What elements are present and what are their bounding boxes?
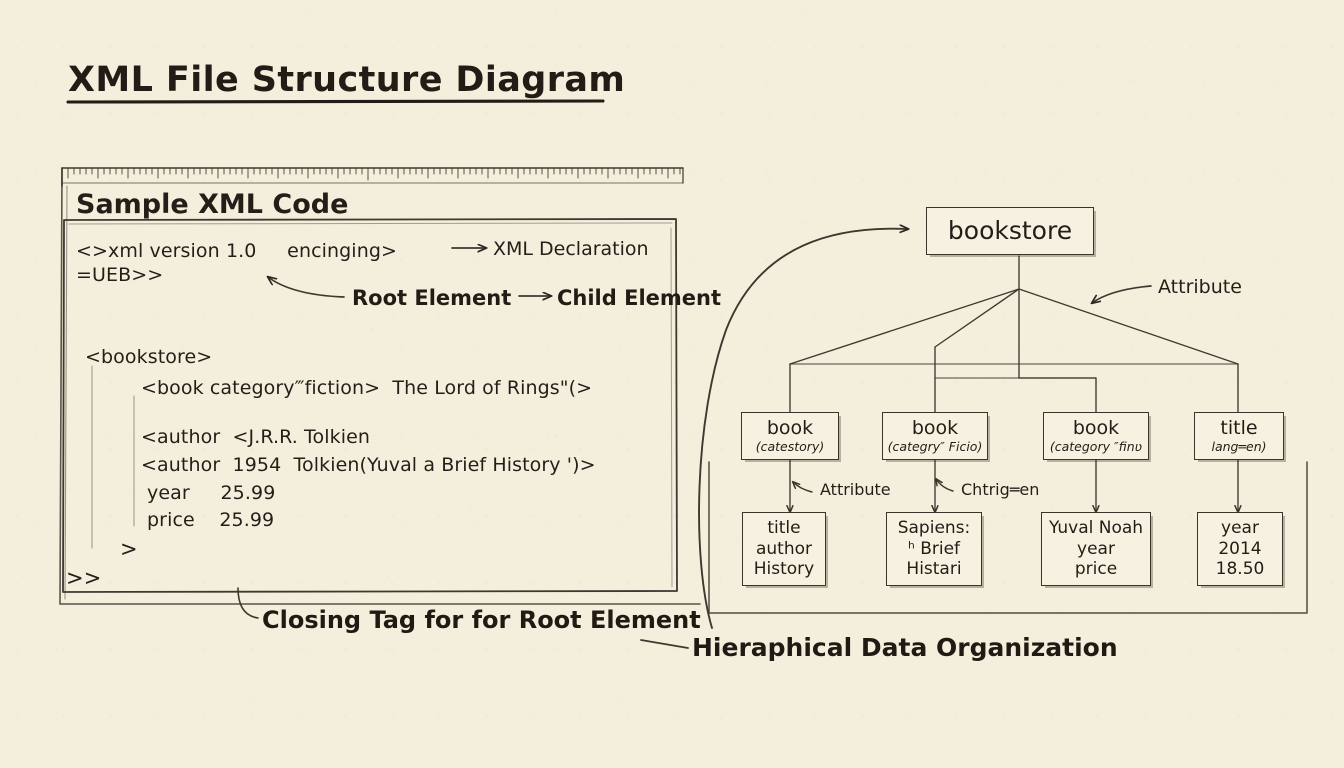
tree-node-book-2[interactable]: book (categry″ Ficio)	[882, 412, 988, 460]
code-line: <author <J.R.R. Tolkien	[141, 426, 371, 448]
tree-leaf-line: 18.50	[1215, 559, 1265, 580]
tree-leaf-line: year	[1077, 538, 1115, 559]
tree-node-sublabel: (categry″ Ficio)	[887, 439, 983, 454]
code-line: year 25.99	[147, 482, 276, 504]
tree-leaf-line: author	[755, 538, 813, 559]
page-title: XML File Structure Diagram	[68, 60, 626, 100]
annotation-xml-declaration: XML Declaration	[493, 238, 649, 260]
leader-hierarchy-caption	[640, 639, 689, 649]
tree-node-sublabel: lang═en)	[1211, 439, 1267, 454]
arrow-code-to-tree	[698, 229, 908, 629]
tree-leaf-line: price	[1074, 559, 1118, 580]
arrow-chtrig	[936, 479, 954, 492]
tree-node-title[interactable]: title lang═en)	[1194, 412, 1284, 460]
tree-caption: Hieraphical Data Organization	[692, 633, 1118, 662]
tree-leaf-line: Yuval Noah	[1048, 518, 1144, 539]
tree-node-sublabel: (catestory)	[755, 439, 825, 454]
tree-leaf-line: History	[753, 559, 815, 580]
leader-closing-tag	[237, 587, 259, 619]
code-line: <author 1954 Tolkien(Yuval a Brief Histo…	[141, 454, 596, 476]
tree-leaf-1[interactable]: title author History	[742, 512, 826, 586]
arrow-attribute-right	[1092, 285, 1152, 303]
tree-node-book-1[interactable]: book (catestory)	[741, 412, 839, 460]
annotation-attribute-right: Attribute	[1158, 276, 1242, 298]
tree-leaf-line: Sapiens:	[897, 518, 971, 539]
code-line: <bookstore>	[85, 346, 213, 368]
code-line: <book category‴fiction> The Lord of Ring…	[141, 377, 593, 399]
tree-node-sublabel: (category ″finʋ	[1049, 439, 1143, 454]
tree-node-label: book	[1072, 417, 1120, 439]
tree-leaf-line: year	[1221, 518, 1259, 539]
code-panel-outer-frame	[59, 167, 701, 605]
tree-leaf-3[interactable]: Yuval Noah year price	[1041, 512, 1151, 586]
tree-leaf-line: title	[767, 518, 801, 539]
tree-leaf-2[interactable]: Sapiens: ʰ Brief Histari	[886, 512, 982, 586]
tree-leaf-line: ʰ Brief	[907, 538, 961, 559]
annotation-root-element: Root Element	[352, 286, 512, 310]
code-line: >	[120, 537, 138, 561]
annotation-chtrig: Chtrig═en	[961, 480, 1040, 499]
tree-node-root-label: bookstore	[947, 216, 1073, 245]
tree-bracket	[708, 461, 1308, 614]
tree-node-book-3[interactable]: book (category ″finʋ	[1043, 412, 1149, 460]
tree-node-root[interactable]: bookstore	[926, 207, 1094, 255]
code-line: >>	[66, 566, 102, 590]
tree-leaf-4[interactable]: year 2014 18.50	[1197, 512, 1283, 586]
code-line: =UEB>>	[76, 264, 164, 286]
tree-node-label: book	[911, 417, 959, 439]
code-indent-guides	[91, 365, 135, 549]
annotation-attribute-left: Attribute	[820, 480, 891, 499]
tree-node-label: book	[766, 417, 814, 439]
annotation-closing-tag: Closing Tag for for Root Element	[262, 606, 701, 634]
annotation-child-element: Child Element	[557, 286, 722, 310]
code-line: price 25.99	[147, 509, 275, 531]
tree-leaf-line: Histari	[906, 559, 962, 580]
tree-node-label: title	[1220, 417, 1258, 439]
code-panel-heading: Sample XML Code	[76, 189, 349, 220]
tree-connectors	[789, 255, 1239, 413]
code-line: <>xml version 1.0 encinging>	[76, 240, 398, 262]
tree-leaf-line: 2014	[1218, 538, 1262, 559]
arrow-root-element	[268, 277, 345, 298]
arrow-attribute-left	[793, 482, 813, 493]
code-box-border	[62, 218, 678, 593]
